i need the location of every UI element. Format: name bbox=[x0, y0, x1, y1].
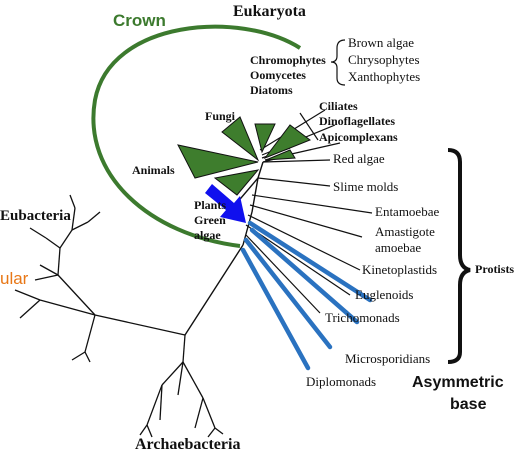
multicellular-label: ular bbox=[0, 269, 29, 288]
green-label: Green bbox=[194, 213, 226, 227]
eubacteria-label: Eubacteria bbox=[0, 208, 71, 224]
kinetoplastids-label: Kinetoplastids bbox=[362, 262, 438, 277]
chrysophytes-label: Chrysophytes bbox=[348, 52, 420, 67]
blue-arrow bbox=[205, 184, 246, 223]
dinoflagellate-wedge bbox=[265, 149, 296, 161]
crown-arc bbox=[91, 24, 302, 248]
protists-label: Protists bbox=[475, 262, 515, 276]
brown-algae-label: Brown algae bbox=[348, 35, 415, 50]
eukaryota-label: Eukaryota bbox=[233, 3, 306, 20]
animals-wedge bbox=[177, 144, 259, 179]
eubacteria-branches bbox=[14, 194, 186, 363]
base-label: base bbox=[450, 396, 487, 413]
plants-wedge bbox=[213, 169, 260, 196]
fungi-wedge bbox=[221, 116, 260, 162]
slime-molds-label: Slime molds bbox=[333, 179, 399, 194]
algae-label: algae bbox=[194, 228, 221, 242]
archaebacteria-label: Archaebacteria bbox=[135, 436, 241, 453]
oomycetes-label: Oomycetes bbox=[250, 68, 306, 82]
xanthophytes-label: Xanthophytes bbox=[348, 69, 421, 84]
ciliate-wedge bbox=[263, 124, 312, 160]
ciliates-label: Ciliates bbox=[319, 99, 358, 113]
dinoflagellates-label: Dinoflagellates bbox=[319, 114, 395, 128]
crown-label: Crown bbox=[113, 11, 166, 30]
asymmetric-label: Asymmetric bbox=[412, 374, 504, 391]
trichomonads-label: Trichomonads bbox=[325, 310, 400, 325]
protists-brace bbox=[447, 148, 471, 364]
plants-label: Plants bbox=[194, 198, 227, 212]
fungi-label: Fungi bbox=[205, 109, 236, 123]
archaebacteria-branches bbox=[139, 334, 224, 438]
apicomplexans-label: Apicomplexans bbox=[319, 130, 398, 144]
diplomonads-label: Diplomonads bbox=[306, 374, 377, 389]
animals-label: Animals bbox=[132, 163, 175, 177]
diatoms-label: Diatoms bbox=[250, 83, 293, 97]
microsporidians-label: Microsporidians bbox=[345, 351, 431, 366]
red-algae-label: Red algae bbox=[333, 151, 385, 166]
euglenoids-label: Euglenoids bbox=[355, 287, 414, 302]
entamoebae-label: Entamoebae bbox=[375, 204, 440, 219]
amastigote-label: Amastigote bbox=[375, 224, 435, 239]
green-wedges bbox=[177, 116, 312, 196]
chromophyte-wedge bbox=[254, 123, 276, 154]
highlight-branches bbox=[240, 220, 373, 371]
chromophyte-brace bbox=[330, 39, 346, 86]
chromophytes-label: Chromophytes bbox=[250, 53, 326, 67]
amoebae-label: amoebae bbox=[375, 240, 422, 255]
